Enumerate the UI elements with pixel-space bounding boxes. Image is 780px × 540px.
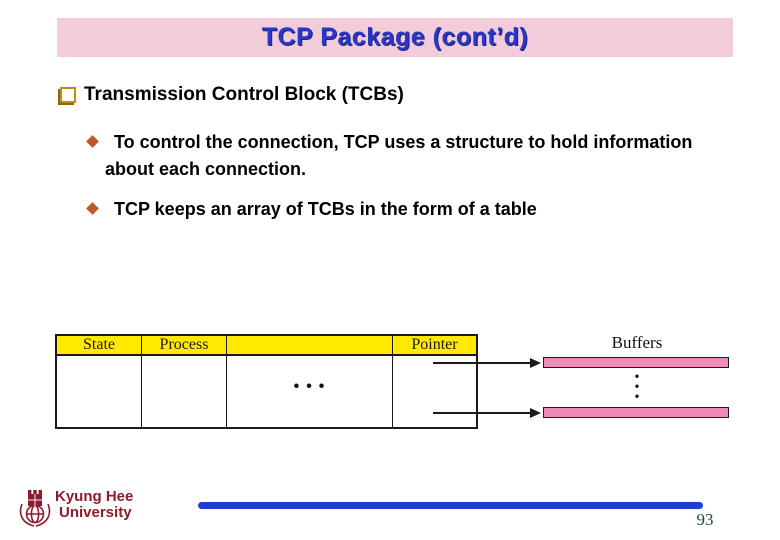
tcb-table-header-row: State Process Pointer xyxy=(57,336,476,356)
table-cell-state xyxy=(57,356,142,427)
sub-bullet-2-text: TCP keeps an array of TCBs in the form o… xyxy=(114,199,537,219)
sub-bullet-1-text: To control the connection, TCP uses a st… xyxy=(105,132,693,179)
footer-rule xyxy=(198,502,703,509)
arrow-head xyxy=(530,408,541,418)
vertical-ellipsis: • • • xyxy=(634,369,640,403)
diamond-bullet-icon xyxy=(86,202,99,215)
buffer-bar xyxy=(543,407,729,418)
table-header-middle xyxy=(227,336,393,356)
org-line-2: University xyxy=(59,504,132,521)
slide-title: TCP Package (cont’d) xyxy=(261,23,529,51)
sub-bullet-2: TCP keeps an array of TCBs in the form o… xyxy=(86,196,723,223)
table-cell-process xyxy=(142,356,227,427)
arrow-shaft xyxy=(433,362,530,364)
page-number: 93 xyxy=(696,510,714,529)
table-header-state: State xyxy=(57,336,142,356)
main-bullet-text: Transmission Control Block (TCBs) xyxy=(84,84,404,105)
main-bullet: Transmission Control Block (TCBs) xyxy=(60,84,404,106)
buffers-label: Buffers xyxy=(611,333,663,352)
table-cell-middle: ••• xyxy=(227,356,393,427)
table-header-pointer: Pointer xyxy=(393,336,476,356)
arrow-icon xyxy=(433,358,541,368)
buffer-bar xyxy=(543,357,729,368)
sub-bullet-1: To control the connection, TCP uses a st… xyxy=(86,129,723,183)
row-ellipsis: ••• xyxy=(293,377,332,395)
slide-title-bar: TCP Package (cont’d) xyxy=(57,18,733,57)
arrow-head xyxy=(530,358,541,368)
tcb-table-body-row: ••• xyxy=(57,356,476,427)
organization-name: Kyung Hee University xyxy=(55,489,133,521)
table-header-process: Process xyxy=(142,336,227,356)
diamond-bullet-icon xyxy=(86,135,99,148)
arrow-shaft xyxy=(433,412,530,414)
kyung-hee-logo-icon xyxy=(17,487,53,532)
square-bullet-icon xyxy=(60,87,76,103)
org-line-1: Kyung Hee xyxy=(55,488,134,505)
tcb-table: State Process Pointer ••• xyxy=(55,334,478,429)
arrow-icon xyxy=(433,408,541,418)
